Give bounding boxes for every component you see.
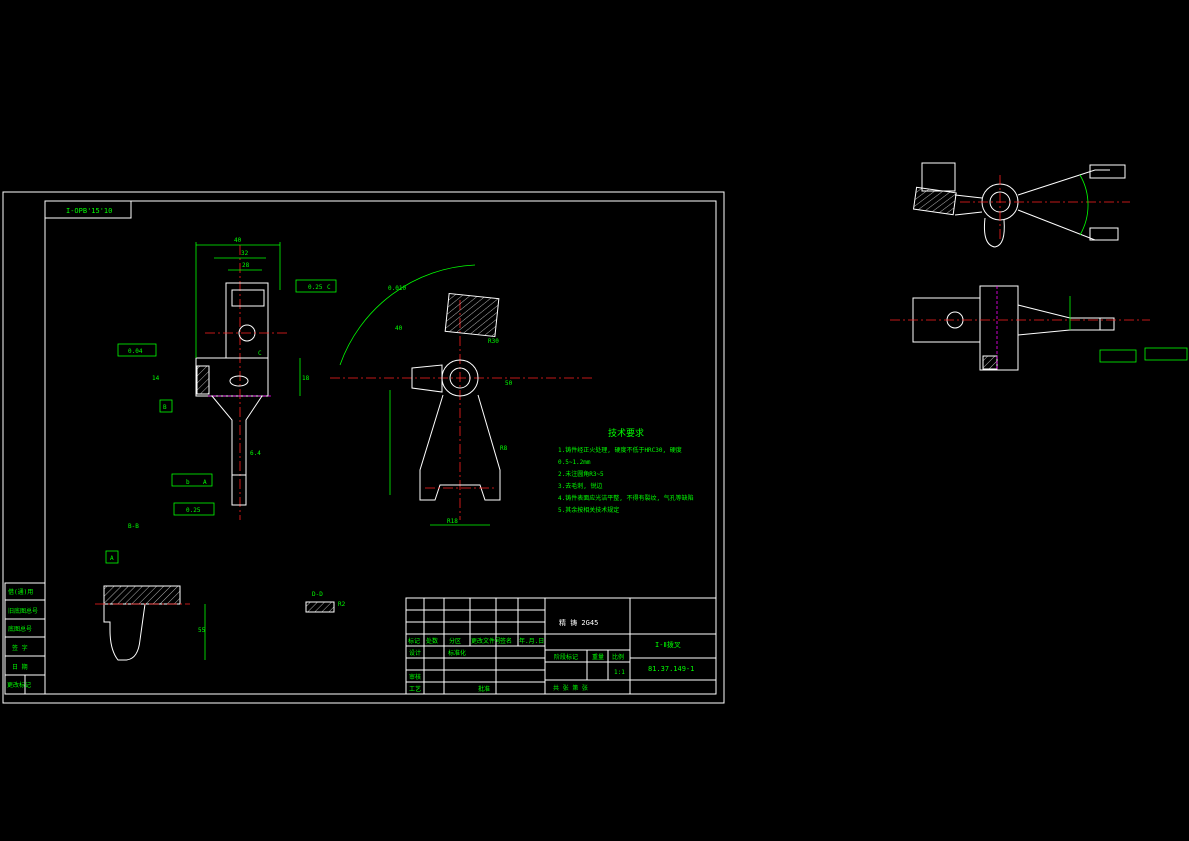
corner-tag: I-OPB'15'10 — [66, 207, 112, 215]
dim-60deg: 0.010 — [388, 285, 406, 292]
strip-label-3: 签 字 — [12, 644, 28, 652]
datum-c-box: C — [258, 350, 262, 357]
tol-datum-a: A — [203, 479, 207, 486]
dim-r18: R30 — [488, 338, 499, 345]
dd-tol: R2 — [338, 601, 346, 608]
dim-30: 55 — [198, 627, 206, 634]
tech-item-0: 1.铸件经正火处理, 硬度不低于HRC30, 硬度 — [558, 446, 682, 454]
material: 精 铸 2G45 — [559, 618, 598, 627]
stage-0: 阶段标记 — [554, 653, 578, 661]
scale-value: 1:1 — [614, 669, 625, 676]
hdr-1: 处数 — [426, 637, 438, 645]
dim-40: 40 — [234, 237, 242, 244]
section-dd: D-D R2 — [305, 591, 346, 613]
hdr-3: 更改文件号 — [471, 637, 501, 645]
hdr-4: 签名 — [500, 637, 512, 645]
datum-c-ref: C — [327, 284, 331, 291]
tech-title: 技术要求 — [608, 427, 644, 439]
stage-2: 比例 — [612, 653, 624, 661]
tol-b: b — [186, 479, 190, 486]
dim-50: 50 — [505, 380, 513, 387]
strip-label-1: 旧底图总号 — [8, 607, 38, 615]
datum-a-box: A — [110, 555, 114, 562]
tech-requirements: 技术要求 1.铸件经正火处理, 硬度不低于HRC30, 硬度 0.5~1.2mm… — [558, 427, 694, 514]
hdr-0: 标记 — [408, 637, 420, 645]
role-0: 设计 — [409, 649, 421, 657]
drawing-no: 81.37.149-1 — [648, 665, 694, 673]
dim-40b: 40 — [395, 325, 403, 332]
dim-55: R18 — [447, 518, 458, 525]
role-1: 标准化 — [448, 649, 466, 657]
tech-item-1: 0.5~1.2mm — [558, 459, 591, 466]
tech-item-3: 3.去毛刺, 锐边 — [558, 482, 602, 490]
top-right-view — [912, 162, 1130, 248]
section-dd-label: D-D — [312, 591, 323, 598]
tol-004: 0.04 — [128, 348, 143, 355]
role-3: 工艺 — [409, 685, 421, 693]
dim-64: 6.4 — [250, 450, 261, 457]
strip-label-2: 底图总号 — [8, 625, 32, 633]
dim-28: 28 — [242, 262, 250, 269]
left-strip: 借(通)用 旧底图总号 底图总号 签 字 日 期 更改标记 — [4, 582, 46, 695]
hdr-2: 分区 — [449, 637, 461, 645]
dim-r30: R8 — [500, 445, 508, 452]
part-name: I-Ⅱ拨叉 — [655, 640, 681, 649]
sheet-text: 共 张 第 张 — [553, 684, 588, 692]
role-4: 批准 — [478, 685, 490, 693]
tech-item-5: 5.其余按相关技术规定 — [558, 506, 619, 514]
stage-1: 重量 — [592, 653, 604, 661]
dim-14: 14 — [152, 375, 160, 382]
title-block: 标记 处数 分区 更改文件号 签名 年.月.日 设计 标准化 审核 工艺 批准 … — [405, 597, 717, 695]
mid-right-view — [890, 285, 1188, 371]
strip-label-5: 更改标记 — [7, 681, 31, 689]
section-bb: B-B A 55 — [95, 523, 206, 661]
tech-item-2: 2.未注圆角R3~5 — [558, 470, 604, 478]
datum-b-box: B — [163, 404, 167, 411]
side-view: R8 R30 R18 0.010 40 50 — [330, 264, 595, 526]
section-bb-label: B-B — [128, 523, 139, 530]
tol-025-b: 0.25 — [186, 507, 201, 514]
hdr-5: 年.月.日 — [519, 637, 544, 645]
dim-18: 18 — [302, 375, 310, 382]
tech-item-4: 4.铸件表面应光洁平整, 不得有裂纹, 气孔等缺陷 — [558, 494, 694, 502]
front-view: 40 32 28 0.25 C 14 0.04 18 b A 0.25 6.4 … — [117, 237, 337, 520]
tol-025-a: 0.25 — [308, 284, 323, 291]
sheet-frame: I-OPB'15'10 — [2, 191, 725, 704]
role-2: 审核 — [409, 673, 421, 681]
dim-32: 32 — [241, 250, 249, 257]
strip-label-4: 日 期 — [12, 663, 28, 671]
strip-label-0: 借(通)用 — [8, 588, 33, 596]
